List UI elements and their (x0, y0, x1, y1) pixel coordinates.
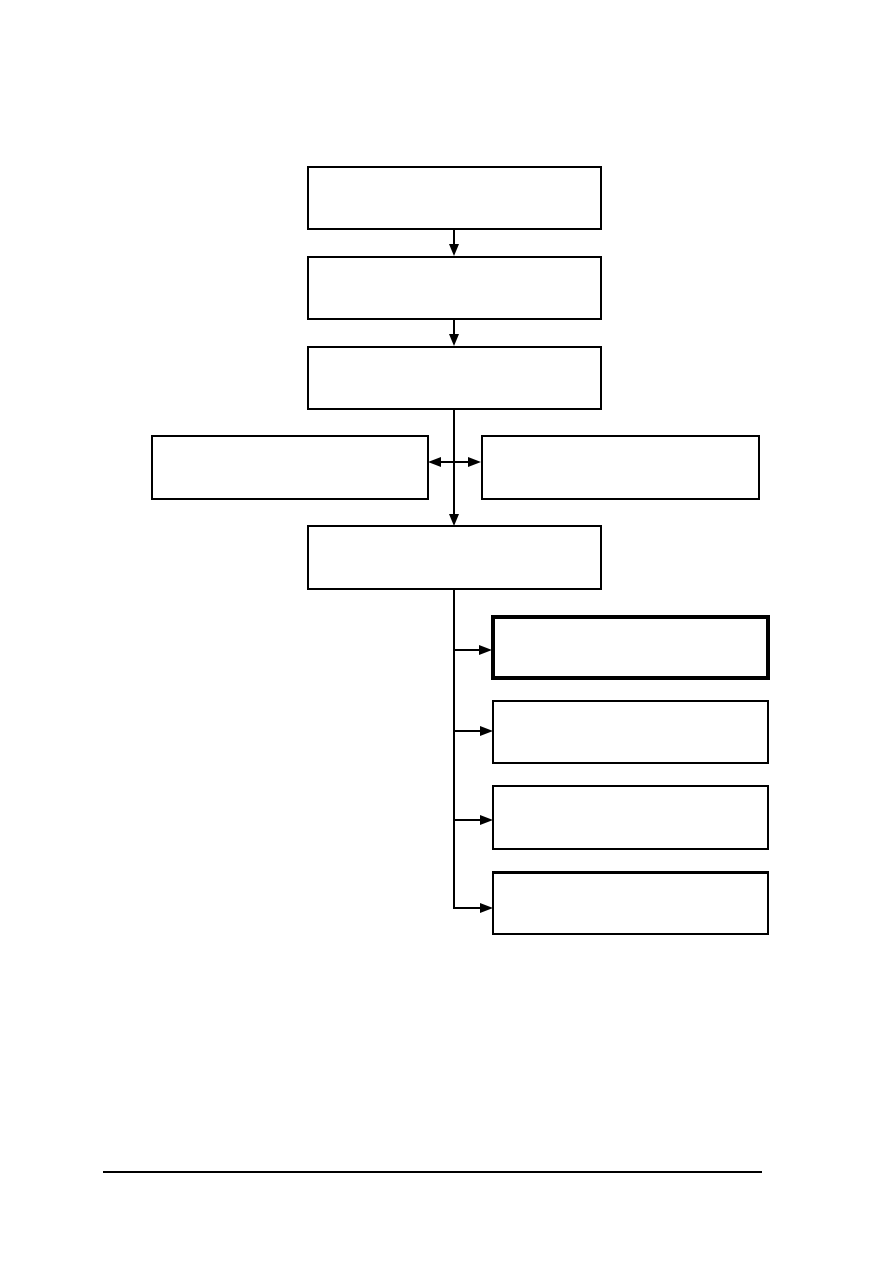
arrow-down-icon (449, 334, 459, 346)
flow-box-option-3 (492, 785, 769, 850)
flow-box-step-3 (307, 346, 602, 410)
flow-box-step-1 (307, 166, 602, 230)
flow-box-step-4 (307, 525, 602, 590)
connector-step1-step2 (453, 230, 455, 245)
connector-step4-option1 (455, 649, 480, 651)
connector-step4-option3 (455, 819, 481, 821)
arrow-left-icon (428, 457, 441, 467)
arrow-down-icon (449, 244, 459, 256)
arrow-down-icon (449, 514, 459, 526)
connector-step4-option4 (455, 907, 481, 909)
arrow-right-icon (480, 726, 493, 736)
flow-box-branch-left (151, 435, 429, 500)
flow-box-option-1 (491, 615, 770, 680)
connector-step4-option2 (455, 730, 481, 732)
flow-box-step-2 (307, 256, 602, 320)
flow-box-branch-right (481, 435, 760, 500)
footer-rule (103, 1171, 762, 1173)
flow-box-option-2 (492, 700, 769, 764)
arrow-right-icon (480, 903, 493, 913)
flow-box-option-4 (492, 871, 769, 935)
arrow-right-icon (480, 815, 493, 825)
connector-step2-step3 (453, 320, 455, 335)
connector-branch-left-right (439, 461, 471, 463)
connector-step4-options-stem (453, 590, 455, 909)
arrow-right-icon (479, 645, 492, 655)
arrow-right-icon (468, 457, 481, 467)
